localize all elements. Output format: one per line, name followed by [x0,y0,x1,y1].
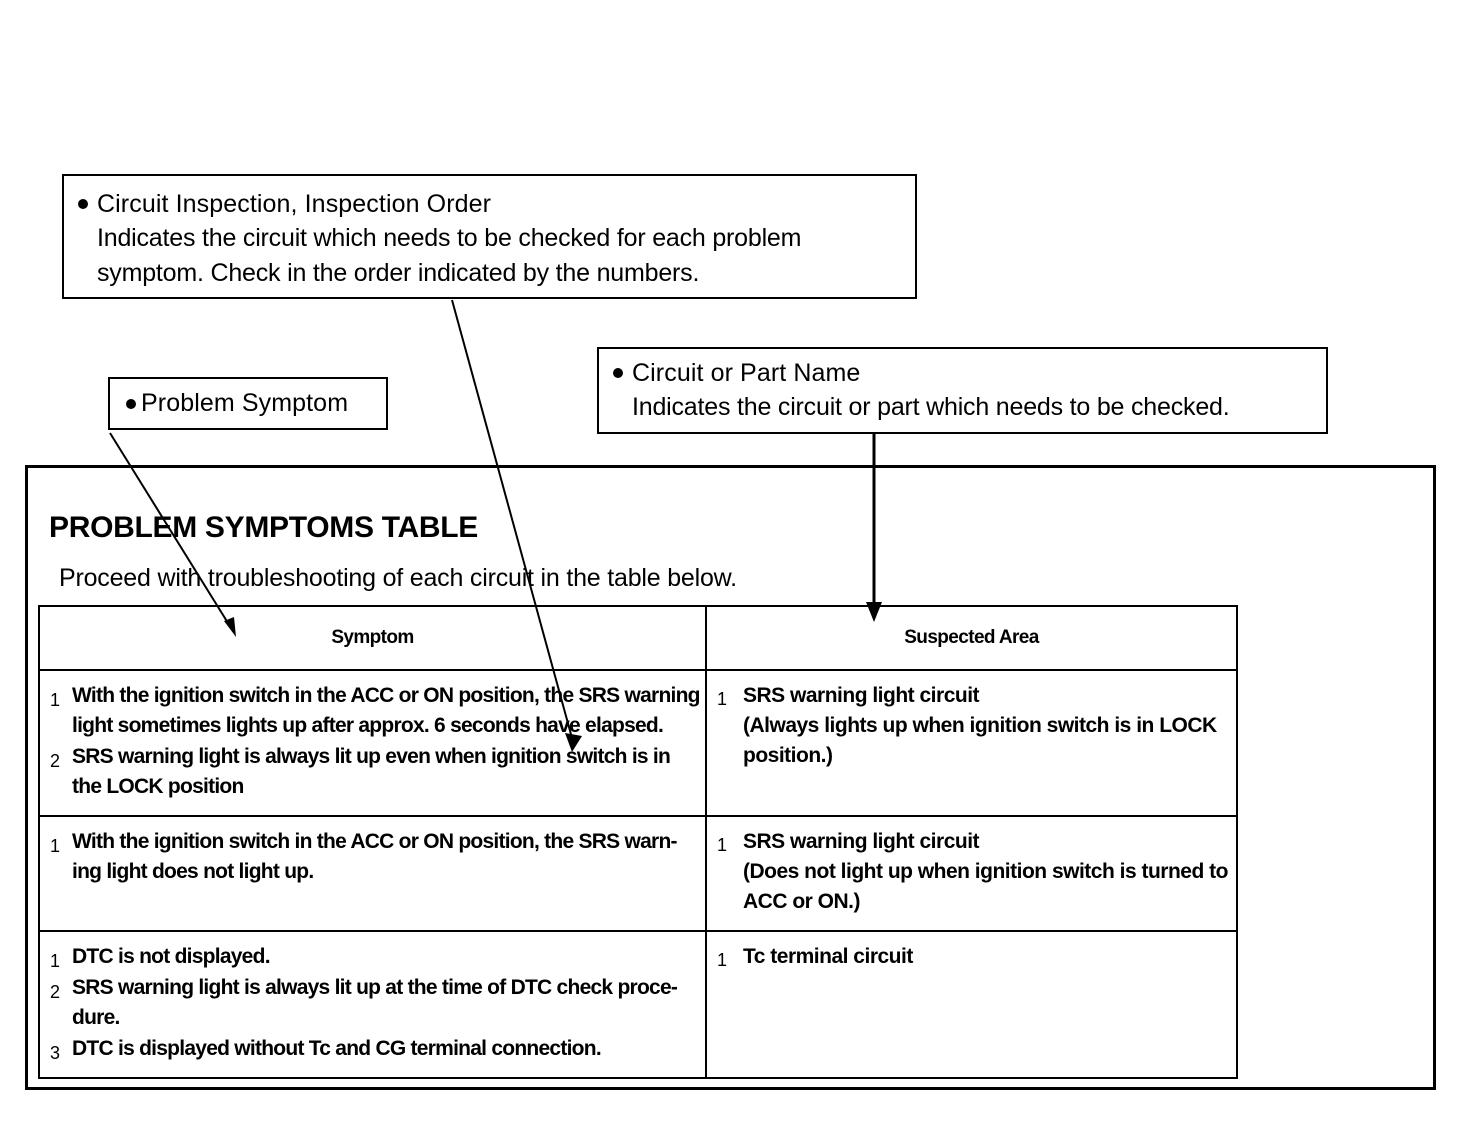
item-text: SRS warning light is always lit up at th… [72,976,678,1029]
table-row: 1 DTC is not displayed. 2 SRS warning li… [38,930,1238,1079]
problem-symptoms-table: Symptom Suspected Area 1 With the igniti… [38,605,1238,1079]
callout-headline-row: Problem Symptom [110,387,348,420]
column-header-suspected-area: Suspected Area [705,605,1238,671]
list-item: 1 DTC is not displayed. [50,942,695,972]
cell-symptom: 1 With the ignition switch in the ACC or… [38,815,707,932]
item-text: DTC is displayed without Tc and CG termi… [72,1037,602,1060]
item-number: 1 [717,689,727,709]
item-text: SRS warning light circuit (Does not ligh… [743,830,1228,913]
list-item: 2 SRS warning light is always lit up eve… [50,742,695,802]
callout-headline-row: Circuit or Part Name [613,357,1326,390]
bullet-dot-icon [126,398,136,409]
bullet-dot-icon [613,368,623,378]
bullet-dot-icon [78,199,88,209]
callout-circuit-inspection: Circuit Inspection, Inspection Order Ind… [62,174,917,299]
callout-headline: Circuit Inspection, Inspection Order [97,190,492,218]
list-item: 1 SRS warning light circuit (Always ligh… [717,681,1226,771]
table-row: 1 With the ignition switch in the ACC or… [38,815,1238,932]
list-item: 1 With the ignition switch in the ACC or… [50,827,695,887]
callout-circuit-or-part-name: Circuit or Part Name Indicates the circu… [597,347,1328,434]
item-number: 1 [717,950,727,970]
item-text: SRS warning light is always lit up even … [72,745,671,798]
table-row: 1 With the ignition switch in the ACC or… [38,669,1238,817]
item-number: 1 [50,690,60,710]
item-text: Tc terminal circuit [743,945,913,968]
callout-body-line-2: symptom. Check in the order indicated by… [97,259,700,287]
cell-suspected-area: 1 SRS warning light circuit (Always ligh… [705,669,1238,817]
page-title: PROBLEM SYMPTOMS TABLE [49,511,478,544]
item-number: 3 [50,1043,60,1063]
callout-problem-symptom: Problem Symptom [108,377,388,430]
cell-symptom: 1 DTC is not displayed. 2 SRS warning li… [38,930,707,1079]
item-number: 2 [50,751,60,771]
list-item: 1 SRS warning light circuit (Does not li… [717,827,1228,917]
item-text: SRS warning light circuit (Always lights… [743,684,1217,767]
item-number: 2 [50,982,60,1002]
cell-suspected-area: 1 SRS warning light circuit (Does not li… [705,815,1238,932]
callout-body-line-1: Indicates the circuit or part which need… [632,393,1230,421]
list-item: 1 With the ignition switch in the ACC or… [50,681,701,741]
item-text: With the ignition switch in the ACC or O… [72,830,678,883]
column-header-symptom: Symptom [38,605,707,671]
item-number: 1 [717,835,727,855]
item-text: With the ignition switch in the ACC or O… [72,684,701,737]
item-text: DTC is not displayed. [72,945,271,968]
callout-headline-row: Circuit Inspection, Inspection Order [78,188,915,221]
table-header-row: Symptom Suspected Area [38,605,1238,671]
list-item: 1 Tc terminal circuit [717,942,1226,972]
list-item: 3 DTC is displayed without Tc and CG ter… [50,1034,695,1064]
item-number: 1 [50,836,60,856]
section-intro-text: Proceed with troubleshooting of each cir… [59,564,737,592]
callout-headline: Circuit or Part Name [632,359,861,387]
item-number: 1 [50,951,60,971]
callout-body-line-1: Indicates the circuit which needs to be … [97,224,802,252]
cell-suspected-area: 1 Tc terminal circuit [705,930,1238,1079]
list-item: 2 SRS warning light is always lit up at … [50,973,695,1033]
callout-headline: Problem Symptom [141,389,349,417]
table-body: 1 With the ignition switch in the ACC or… [38,669,1238,1079]
cell-symptom: 1 With the ignition switch in the ACC or… [38,669,707,817]
problem-symptoms-panel [25,465,1436,1090]
